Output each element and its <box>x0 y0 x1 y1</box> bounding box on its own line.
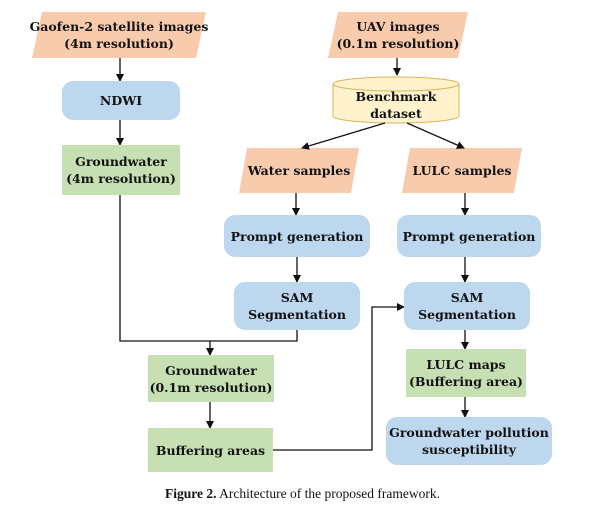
node-label: Buffering areas <box>155 442 266 458</box>
arrow-benchmark-to-water-samples <box>301 122 386 150</box>
gaofen-satellite-images-node: Gaofen-2 satellite images (4m resolution… <box>29 12 209 58</box>
arrow-groundwater-4m-to-groundwater-01m <box>119 195 214 356</box>
lulc-samples-shape <box>402 148 522 193</box>
node-label: Prompt generation <box>402 228 536 244</box>
node-label: Segmentation <box>248 307 346 322</box>
groundwater-01m-node: Groundwater (0.1m resolution) <box>148 355 274 402</box>
caption-label: Figure 2. <box>165 486 217 501</box>
node-label: Benchmark <box>355 89 437 104</box>
node-label: (0.1m resolution) <box>336 36 460 51</box>
figure-caption: Figure 2. Architecture of the proposed f… <box>0 486 605 502</box>
prompt-generation-right-node: Prompt generation <box>397 215 541 257</box>
node-label: susceptibility <box>421 442 516 457</box>
node-label: (0.1m resolution) <box>149 379 273 395</box>
node-label: SAM <box>280 290 314 305</box>
lulc-samples-node: LULC samples <box>402 148 522 193</box>
lulc-maps-node: LULC maps (Buffering area) <box>406 349 526 397</box>
arrow-benchmark-to-lulc-samples <box>406 122 465 149</box>
node-label: Segmentation <box>418 307 516 322</box>
node-label: LULC samples <box>412 163 512 178</box>
gaofen-input-shape <box>32 12 206 58</box>
node-label: Gaofen-2 satellite images <box>29 19 209 34</box>
node-label: dataset <box>370 106 422 121</box>
node-label: (Buffering area) <box>409 374 523 389</box>
uav-images-node: UAV images (0.1m resolution) <box>326 12 470 58</box>
benchmark-dataset-shape <box>332 76 460 124</box>
node-label: Groundwater <box>165 362 257 378</box>
ndwi-node: NDWI <box>62 81 180 120</box>
prompt-generation-left-node: Prompt generation <box>224 215 370 257</box>
node-label: UAV images <box>356 19 440 34</box>
node-label: Groundwater <box>75 154 167 169</box>
groundwater-pollution-susceptibility-node: Groundwater pollution susceptibility <box>386 417 552 465</box>
sam-segmentation-left-node: SAM Segmentation <box>234 282 360 330</box>
caption-text: Architecture of the proposed framework. <box>216 486 440 501</box>
water-samples-node: Water samples <box>239 148 359 193</box>
sam-segmentation-right-node: SAM Segmentation <box>404 282 530 330</box>
node-label: SAM <box>450 290 484 305</box>
node-label: Water samples <box>247 163 351 178</box>
node-label: LULC maps <box>426 357 506 372</box>
node-label: (4m resolution) <box>64 36 174 51</box>
arrow-sam-left-to-groundwater-01m <box>210 330 298 342</box>
node-label: NDWI <box>99 93 143 108</box>
uav-input-shape <box>328 12 468 58</box>
node-label: (4m resolution) <box>66 171 176 186</box>
water-samples-shape <box>239 148 359 193</box>
node-label: Prompt generation <box>230 228 364 244</box>
groundwater-4m-node: Groundwater (4m resolution) <box>62 145 180 195</box>
benchmark-dataset-node: Benchmark dataset <box>333 88 459 122</box>
buffering-areas-node: Buffering areas <box>148 428 273 472</box>
arrow-buffering-to-sam-right <box>273 303 405 451</box>
node-label: Groundwater pollution <box>389 425 549 440</box>
